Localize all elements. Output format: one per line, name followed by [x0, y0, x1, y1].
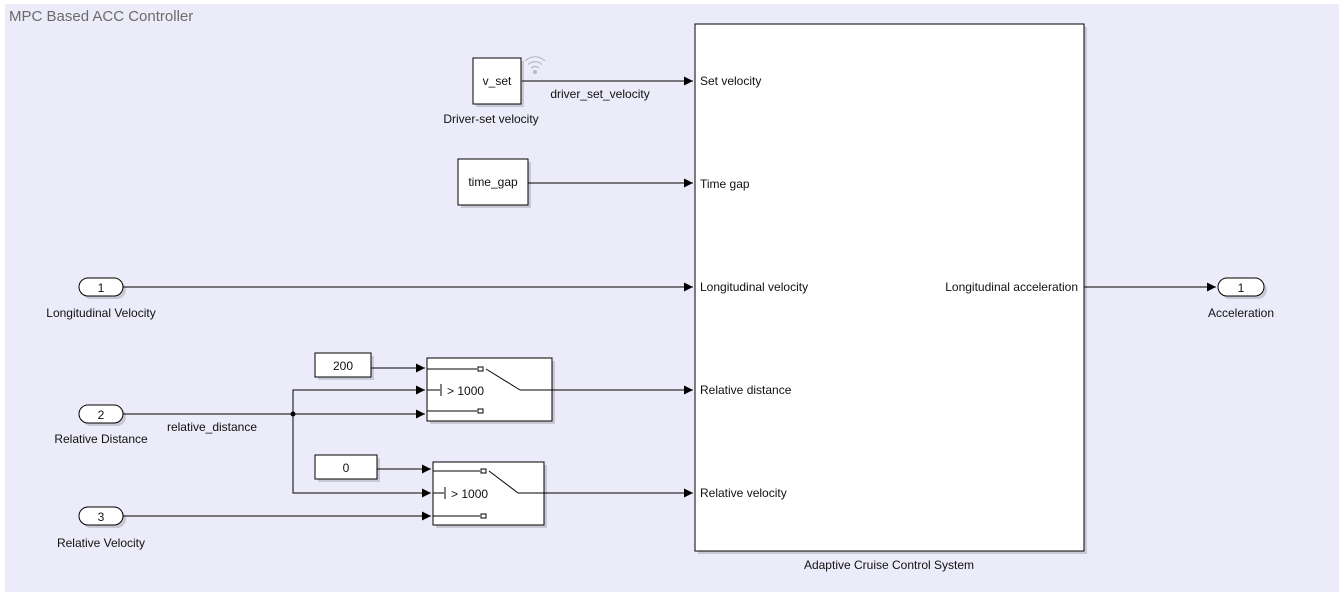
signal-label-relative-distance: relative_distance	[167, 420, 257, 434]
switch-2-symbol	[433, 468, 544, 519]
v-set-constant-block[interactable]	[472, 57, 522, 105]
port-set-velocity: Set velocity	[700, 74, 761, 88]
v-set-value: v_set	[483, 74, 512, 88]
acc-system-block[interactable]	[694, 23, 1085, 552]
wire-rd-to-switch2-control[interactable]	[292, 414, 431, 498]
inport-2-number: 2	[98, 408, 105, 422]
inport-3-label: Relative Velocity	[57, 536, 145, 550]
inport-2-label: Relative Distance	[54, 432, 148, 446]
constant-0-value: 0	[343, 461, 350, 475]
inport-1-number: 1	[98, 281, 105, 295]
block-diagram: MPC Based ACC Controller Set velocity Ti…	[9, 8, 1274, 572]
time-gap-value: time_gap	[468, 175, 518, 189]
switch-1-criteria: > 1000	[447, 384, 484, 398]
wireless-icon	[524, 56, 546, 74]
constant-200-block[interactable]	[314, 352, 372, 378]
wire-rd-to-switch1-control[interactable]	[292, 385, 425, 414]
constant-200-value: 200	[333, 359, 353, 373]
port-longitudinal-velocity: Longitudinal velocity	[700, 280, 808, 294]
port-time-gap: Time gap	[700, 177, 750, 191]
outport-1-label: Acceleration	[1208, 306, 1274, 320]
inport-1-label: Longitudinal Velocity	[46, 306, 155, 320]
port-longitudinal-acceleration: Longitudinal acceleration	[945, 280, 1078, 294]
outport-1[interactable]	[1217, 277, 1265, 297]
acc-system-label: Adaptive Cruise Control System	[804, 558, 974, 572]
model-canvas: MPC Based ACC Controller Set velocity Ti…	[5, 4, 1339, 592]
outport-1-number: 1	[1238, 281, 1245, 295]
port-relative-distance: Relative distance	[700, 383, 792, 397]
inport-3-number: 3	[98, 510, 105, 524]
driver-set-velocity-label: Driver-set velocity	[443, 112, 538, 126]
diagram-title: MPC Based ACC Controller	[9, 8, 193, 25]
port-relative-velocity: Relative velocity	[700, 486, 787, 500]
switch-1-symbol	[427, 366, 552, 414]
time-gap-constant-block[interactable]	[457, 158, 529, 206]
signal-label-driver-set-velocity: driver_set_velocity	[550, 87, 649, 101]
switch-2-criteria: > 1000	[451, 487, 488, 501]
constant-0-block[interactable]	[314, 454, 378, 480]
signal-lines	[123, 76, 1216, 521]
